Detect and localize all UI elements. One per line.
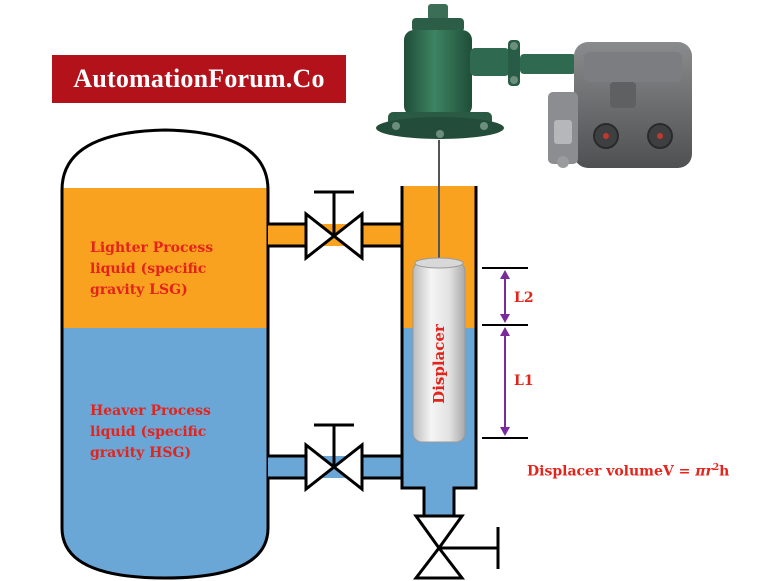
displacer-volume-formula: Displacer volumeV = πr2h [527, 463, 729, 480]
displacer-label: Displacer [430, 323, 448, 404]
vessel-blue-fill [62, 328, 268, 578]
formula-exponent: 2 [712, 463, 720, 473]
lower-isolation-valve [304, 423, 364, 493]
level-l1-label: L1 [514, 373, 534, 389]
level-l2-label: L2 [514, 290, 534, 306]
displacer-body [412, 257, 466, 443]
lighter-liquid-label: Lighter Process liquid (specific gravity… [90, 240, 214, 298]
formula-prefix: Displacer volume [527, 463, 663, 480]
formula-lhs: V = [662, 463, 696, 480]
heavier-liquid-label: Heaver Process liquid (specific gravity … [90, 403, 211, 461]
banner-text: AutomationForum.Co [73, 64, 325, 93]
formula-r: r [705, 463, 713, 480]
site-banner: AutomationForum.Co [52, 55, 346, 103]
level-dimension-markers [482, 267, 528, 439]
upper-isolation-valve [304, 190, 364, 262]
vessel-outline [60, 128, 270, 580]
level-transmitter-housing [548, 42, 692, 168]
formula-h: h [719, 463, 730, 480]
process-vessel [60, 128, 270, 580]
displacer-actuator-head [376, 4, 576, 139]
drain-valve [412, 514, 500, 580]
vessel-orange-fill [62, 188, 268, 328]
formula-pi: π [695, 463, 706, 480]
